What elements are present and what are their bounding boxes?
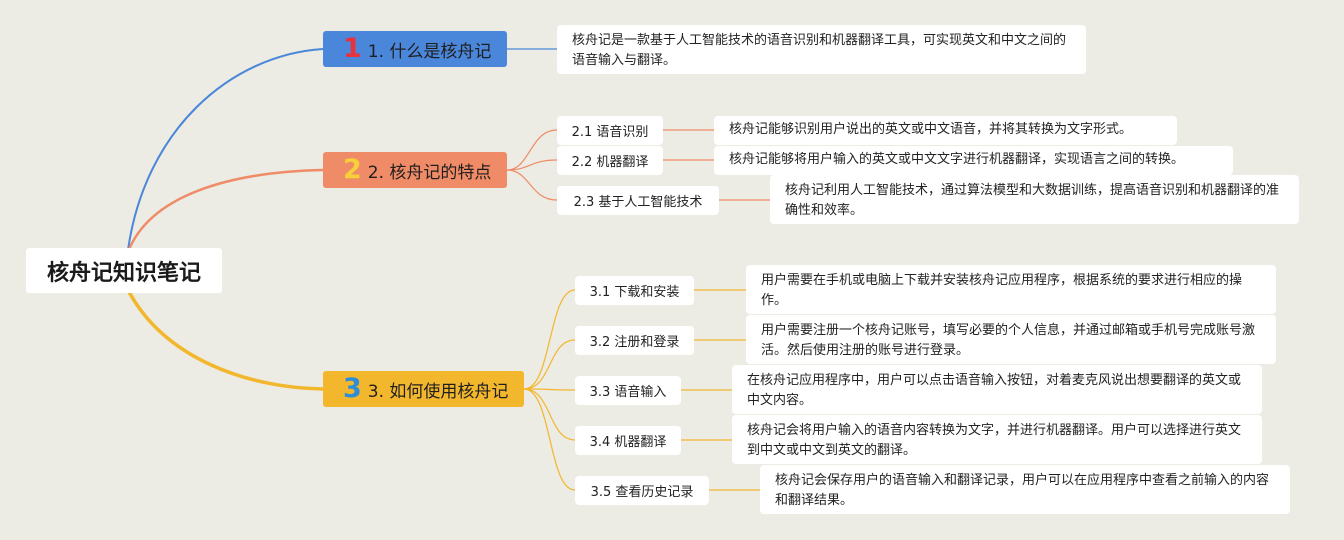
note-branch-1[interactable]: 核舟记是一款基于人工智能技术的语音识别和机器翻译工具，可实现英文和中文之间的语音…	[557, 25, 1086, 74]
note-3-2[interactable]: 用户需要注册一个核舟记账号，填写必要的个人信息，并通过邮箱或手机号完成账号激活。…	[746, 315, 1276, 364]
note-text: 核舟记会保存用户的语音输入和翻译记录，用户可以在应用程序中查看之前输入的内容和翻…	[775, 473, 1270, 508]
branch-label: 1. 什么是核舟记	[367, 41, 492, 62]
note-text: 核舟记会将用户输入的语音内容转换为文字，并进行机器翻译。用户可以选择进行英文到中…	[747, 423, 1242, 458]
branch-label: 3. 如何使用核舟记	[367, 381, 509, 402]
sub-label: 2.1 语音识别	[571, 125, 649, 140]
link-branch3-sub5	[523, 388, 576, 491]
note-text: 核舟记利用人工智能技术，通过算法模型和大数据训练，提高语音识别和机器翻译的准确性…	[785, 183, 1280, 218]
sub-label: 3.1 下载和安装	[589, 285, 680, 300]
link-root-branch3	[126, 289, 324, 391]
sub-label: 3.3 语音输入	[589, 385, 667, 400]
number-1-icon: 1	[343, 32, 362, 64]
sub-node-3-1[interactable]: 3.1 下载和安装	[575, 276, 694, 305]
sub-node-2-3[interactable]: 2.3 基于人工智能技术	[557, 186, 719, 215]
sub-label: 2.3 基于人工智能技术	[573, 195, 703, 210]
link-root-branch1	[127, 48, 324, 251]
note-2-2[interactable]: 核舟记能够将用户输入的英文或中文文字进行机器翻译，实现语言之间的转换。	[714, 146, 1233, 175]
note-text: 核舟记能够识别用户说出的英文或中文语音，并将其转换为文字形式。	[729, 122, 1133, 137]
note-3-4[interactable]: 核舟记会将用户输入的语音内容转换为文字，并进行机器翻译。用户可以选择进行英文到中…	[732, 415, 1262, 464]
note-text: 用户需要注册一个核舟记账号，填写必要的个人信息，并通过邮箱或手机号完成账号激活。…	[761, 323, 1256, 358]
note-text: 核舟记是一款基于人工智能技术的语音识别和机器翻译工具，可实现英文和中文之间的语音…	[572, 33, 1067, 68]
root-node[interactable]: 核舟记知识笔记	[26, 248, 222, 293]
branch-node-1[interactable]: 1 1. 什么是核舟记	[323, 31, 507, 67]
sub-label: 2.2 机器翻译	[571, 155, 649, 170]
link-branch2-sub1	[506, 129, 558, 171]
note-3-5[interactable]: 核舟记会保存用户的语音输入和翻译记录，用户可以在应用程序中查看之前输入的内容和翻…	[760, 465, 1290, 514]
number-3-icon: 3	[343, 372, 362, 404]
link-root-branch2	[126, 168, 324, 253]
sub-node-3-2[interactable]: 3.2 注册和登录	[575, 326, 694, 355]
link-branch2-sub3	[506, 169, 558, 201]
link-branch3-sub4	[523, 388, 576, 441]
note-2-3[interactable]: 核舟记利用人工智能技术，通过算法模型和大数据训练，提高语音识别和机器翻译的准确性…	[770, 175, 1299, 224]
sub-label: 3.5 查看历史记录	[590, 485, 694, 500]
note-text: 核舟记能够将用户输入的英文或中文文字进行机器翻译，实现语言之间的转换。	[729, 152, 1185, 167]
sub-node-2-2[interactable]: 2.2 机器翻译	[557, 146, 663, 175]
note-2-1[interactable]: 核舟记能够识别用户说出的英文或中文语音，并将其转换为文字形式。	[714, 116, 1177, 145]
sub-node-3-5[interactable]: 3.5 查看历史记录	[575, 476, 709, 505]
link-branch3-sub1	[523, 289, 576, 390]
branch-node-2[interactable]: 2 2. 核舟记的特点	[323, 152, 507, 188]
sub-node-3-3[interactable]: 3.3 语音输入	[575, 376, 681, 405]
link-branch3-sub2	[523, 339, 576, 390]
sub-label: 3.4 机器翻译	[589, 435, 667, 450]
link-branch3-sub3	[523, 388, 576, 391]
note-text: 用户需要在手机或电脑上下载并安装核舟记应用程序，根据系统的要求进行相应的操作。	[761, 273, 1243, 308]
sub-label: 3.2 注册和登录	[589, 335, 680, 350]
root-title: 核舟记知识笔记	[46, 260, 201, 286]
branch-label: 2. 核舟记的特点	[367, 162, 492, 183]
branch-node-3[interactable]: 3 3. 如何使用核舟记	[323, 371, 524, 407]
note-3-3[interactable]: 在核舟记应用程序中，用户可以点击语音输入按钮，对着麦克风说出想要翻译的英文或中文…	[732, 365, 1262, 414]
sub-node-2-1[interactable]: 2.1 语音识别	[557, 116, 663, 145]
note-3-1[interactable]: 用户需要在手机或电脑上下载并安装核舟记应用程序，根据系统的要求进行相应的操作。	[746, 265, 1276, 314]
note-text: 在核舟记应用程序中，用户可以点击语音输入按钮，对着麦克风说出想要翻译的英文或中文…	[747, 373, 1242, 408]
number-2-icon: 2	[343, 153, 362, 185]
sub-node-3-4[interactable]: 3.4 机器翻译	[575, 426, 681, 455]
link-branch2-sub2	[506, 159, 558, 171]
